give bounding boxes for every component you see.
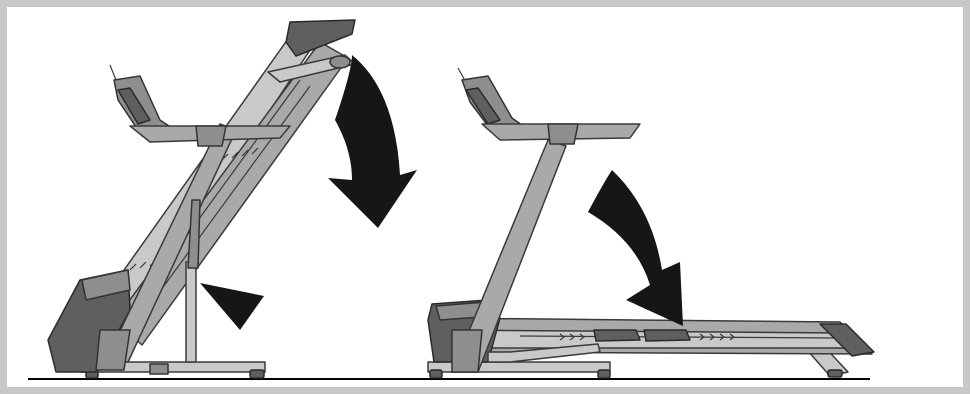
treadmill-unfolded xyxy=(428,68,874,378)
treadmill-folded xyxy=(48,20,355,378)
pointer-triangle xyxy=(200,283,264,330)
fold-down-arrow-left xyxy=(328,55,417,228)
fold-down-arrow-right xyxy=(588,170,683,326)
